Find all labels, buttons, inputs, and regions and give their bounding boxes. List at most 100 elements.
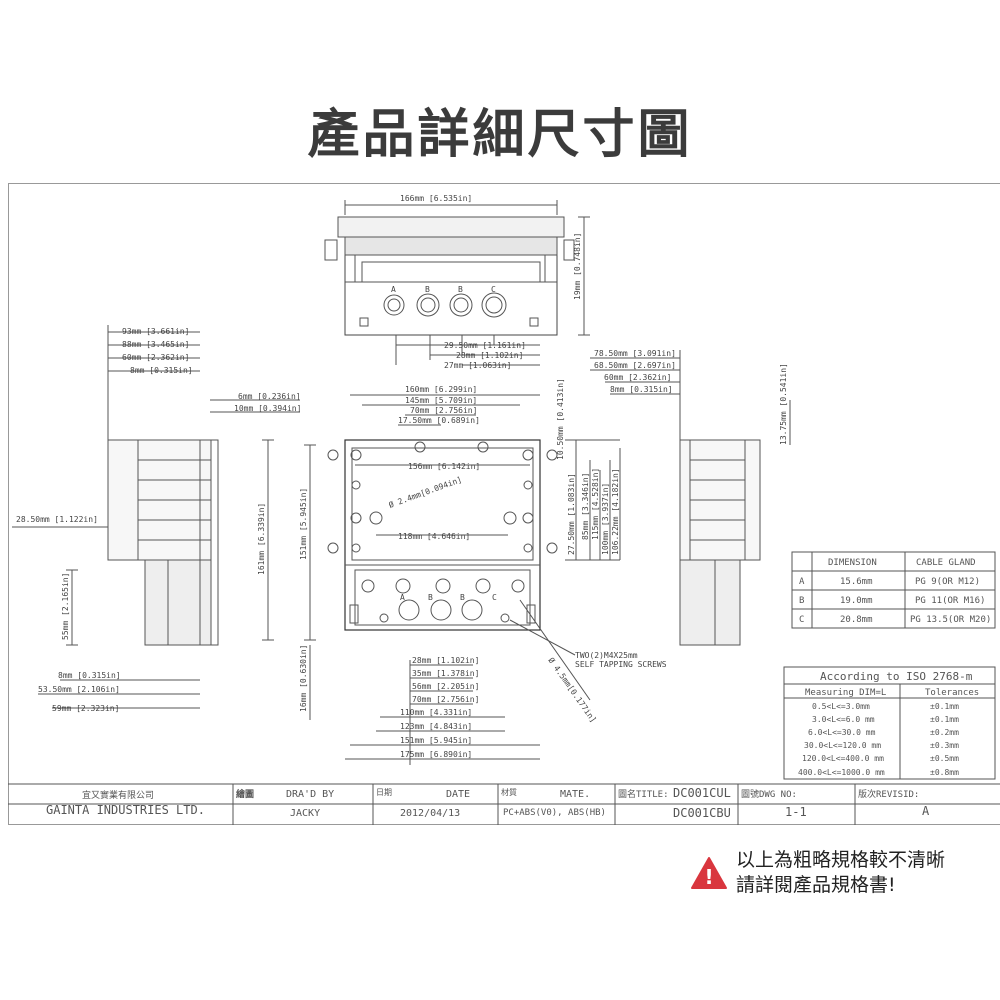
front-dim-118: 118mm [4.646in]	[398, 532, 470, 541]
gland-header-cable: CABLE GLAND	[916, 558, 976, 568]
material-label-en: MATE.	[560, 789, 591, 800]
gland-row-a-key: A	[799, 577, 805, 587]
date-label-cn: 日期	[376, 788, 392, 797]
company-name-cn: 宜又實業有限公司	[82, 791, 155, 801]
right-dim-78: 78.50mm [3.091in]	[594, 349, 676, 358]
notice-line-2: 請詳閱產品規格書!	[736, 874, 896, 896]
front-bottom-dim-70: 70mm [2.756in]	[412, 695, 479, 704]
drawing-title-label: 圖名TITLE:	[618, 790, 669, 800]
tolerance-value-2: ±0.1mm	[930, 715, 959, 724]
front-bottom-dim-175: 175mm [6.890in]	[400, 750, 472, 759]
top-height-dim: 19mm [0.748in]	[573, 233, 582, 300]
warning-icon-glyph: !	[704, 865, 714, 889]
front-dim-156: 156mm [6.142in]	[408, 462, 480, 471]
tolerance-value-3: ±0.2mm	[930, 728, 959, 737]
gland-row-b-gland: PG 11(OR M16)	[915, 596, 985, 606]
date-value: 2012/04/13	[400, 808, 461, 819]
gland-row-b-key: B	[799, 596, 804, 606]
top-gland-label-b2: B	[458, 285, 463, 294]
tolerance-range-3: 6.0<L<=30.0 mm	[808, 728, 876, 737]
tolerance-range-2: 3.0<L<=6.0 mm	[812, 715, 875, 724]
front-view	[327, 394, 621, 765]
left-dim-8b: 8mm [0.315in]	[58, 671, 121, 680]
left-dim-53: 53.50mm [2.106in]	[38, 685, 120, 694]
top-offset-dim-1: 29.50mm [1.161in]	[444, 341, 526, 350]
right-dim-8: 8mm [0.315in]	[610, 385, 673, 394]
front-bottom-dim-123: 123mm [4.843in]	[400, 722, 472, 731]
front-bottom-dim-28: 28mm [1.102in]	[412, 656, 479, 665]
tolerance-header-range: Measuring DIM=L	[805, 688, 886, 698]
gland-row-c-key: C	[799, 615, 804, 625]
left-dim-59: 59mm [2.323in]	[52, 704, 119, 713]
front-gland-label-a: A	[400, 593, 405, 602]
warning-icon: !	[690, 856, 728, 890]
right-dim-13: 13.75mm [0.541in]	[779, 363, 788, 445]
top-gland-label-b1: B	[425, 285, 430, 294]
tolerance-range-5: 120.0<L<=400.0 mm	[802, 754, 884, 763]
drawing-title-value-1: DC001CUL	[673, 786, 731, 800]
front-dim-85: 85mm [3.346in]	[581, 473, 590, 540]
tolerance-header-tol: Tolerances	[925, 688, 979, 698]
gland-row-c-gland: PG 13.5(OR M20)	[910, 615, 991, 625]
revision-value: A	[922, 804, 930, 818]
drawing-number-label: 圖號DWG NO:	[741, 790, 797, 800]
front-dim-145: 145mm [5.709in]	[405, 396, 477, 405]
gland-row-c-dim: 20.8mm	[840, 615, 873, 625]
front-bottom-dim-35: 35mm [1.378in]	[412, 669, 479, 678]
front-hole-dia: Ø 2.4mm[0.094in]	[387, 474, 463, 510]
left-dim-161: 161mm [6.339in]	[257, 503, 266, 575]
left-dim-151: 151mm [5.945in]	[299, 488, 308, 560]
front-gland-label-b1: B	[428, 593, 433, 602]
left-dim-6: 6mm [0.236in]	[238, 392, 301, 401]
left-dim-16: 16mm [0.630in]	[299, 645, 308, 712]
disclaimer-notice: ! 以上為粗略規格較不清晰 請詳閱產品規格書!	[690, 848, 945, 898]
drawing-sheet	[8, 183, 1000, 825]
front-dim-115: 115mm [4.528in]	[591, 468, 600, 540]
front-dim-106: 106.22mm [4.182in]	[611, 468, 620, 555]
front-dim-160: 160mm [6.299in]	[405, 385, 477, 394]
top-gland-label-c: C	[491, 285, 496, 294]
page-title: 產品詳細尺寸圖	[307, 105, 693, 165]
top-offset-dim-3: 27mm [1.063in]	[444, 361, 511, 370]
tolerance-range-4: 30.0<L<=120.0 mm	[804, 741, 881, 750]
screw-note-line1: TWO(2)M4X25mm	[575, 651, 638, 660]
front-dim-100: 100mm [3.937in]	[601, 483, 610, 555]
drawn-by-label-cn: 繪圖	[236, 790, 255, 800]
right-dim-68: 68.50mm [2.697in]	[594, 361, 676, 370]
top-view	[324, 200, 590, 366]
top-offset-dim-2: 28mm [1.102in]	[456, 351, 523, 360]
title-block-grid	[8, 783, 1000, 825]
screw-note-line2: SELF TAPPING SCREWS	[575, 660, 667, 669]
date-label-en: DATE	[446, 789, 471, 800]
tolerance-title: According to ISO 2768-m	[820, 670, 973, 683]
gland-row-a-dim: 15.6mm	[840, 577, 873, 587]
tolerance-value-5: ±0.5mm	[930, 754, 959, 763]
top-width-dim: 166mm [6.535in]	[400, 194, 472, 203]
tolerance-value-4: ±0.3mm	[930, 741, 959, 750]
drawing-number-value: 1-1	[785, 805, 807, 819]
front-dim-10-5: 10.50mm [0.413in]	[556, 378, 565, 460]
front-dim-27-5: 27.50mm [1.083in]	[567, 473, 576, 555]
front-gland-label-b2: B	[460, 593, 465, 602]
tolerance-value-6: ±0.8mm	[930, 768, 959, 777]
gland-row-b-dim: 19.0mm	[840, 596, 873, 606]
company-name-en: GAINTA INDUSTRIES LTD.	[46, 803, 205, 817]
gland-header-dimension: DIMENSION	[828, 558, 877, 568]
front-bottom-dim-110: 110mm [4.331in]	[400, 708, 472, 717]
gland-row-a-gland: PG 9(OR M12)	[915, 577, 980, 587]
drawn-by-value: JACKY	[290, 808, 321, 819]
right-dim-60: 60mm [2.362in]	[604, 373, 671, 382]
drawing-title-value-2: DC001CBU	[673, 806, 731, 820]
tolerance-table-grid	[783, 666, 996, 780]
left-dim-8: 8mm [0.315in]	[130, 366, 193, 375]
material-label-cn: 材質	[501, 788, 517, 797]
left-dim-10: 10mm [0.394in]	[234, 404, 301, 413]
revision-label: 版次REVISID:	[858, 790, 920, 800]
drawn-by-label-en: DRA'D BY	[286, 789, 335, 800]
right-view	[590, 350, 791, 646]
left-dim-60: 60mm [2.362in]	[122, 353, 189, 362]
left-dim-88: 88mm [3.465in]	[122, 340, 189, 349]
tolerance-value-1: ±0.1mm	[930, 702, 959, 711]
top-gland-label-a: A	[391, 285, 396, 294]
